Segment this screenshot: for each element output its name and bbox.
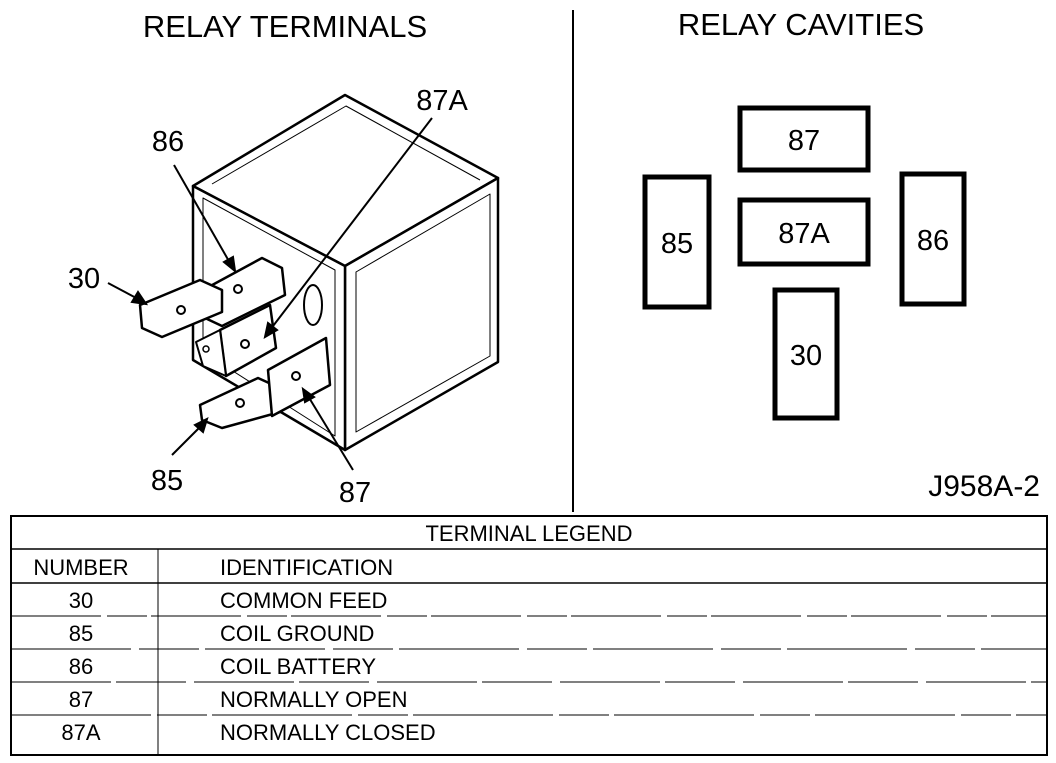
- arrowhead-87: [301, 386, 316, 404]
- callout-leaders: [107, 117, 433, 471]
- relay-terminals-title: RELAY TERMINALS: [143, 9, 427, 44]
- legend-title: TERMINAL LEGEND: [425, 521, 632, 546]
- relay-mount-hole: [303, 284, 323, 326]
- leader-85: [171, 424, 203, 456]
- terminal-legend-table: [10, 515, 1048, 756]
- cavity-label-30: 30: [790, 340, 822, 372]
- legend-row-number: 85: [69, 621, 93, 646]
- relay-illustration: [138, 93, 500, 452]
- cavity-87a: [737, 197, 871, 267]
- cavity-86: [899, 171, 967, 307]
- cavity-label-85: 85: [661, 228, 693, 260]
- legend-row-identification: COIL BATTERY: [220, 654, 376, 679]
- callout-label-87a: 87A: [416, 85, 468, 117]
- arrowhead-87a: [263, 321, 279, 340]
- legend-row-identification: COMMON FEED: [220, 588, 387, 613]
- leader-87a: [269, 117, 433, 331]
- callout-label-86: 86: [152, 126, 184, 158]
- terminal-87-hole: [291, 371, 301, 381]
- legend-row-identification: COIL GROUND: [220, 621, 374, 646]
- relay-right-inset: [355, 193, 491, 433]
- arrowhead-30: [130, 290, 149, 306]
- cavity-85: [642, 174, 712, 310]
- cavity-label-87: 87: [788, 125, 820, 157]
- figure-code: J958A-2: [928, 470, 1040, 503]
- terminal-86-hole: [233, 284, 243, 294]
- legend-row-number: 86: [69, 654, 93, 679]
- relay-cavities-title: RELAY CAVITIES: [678, 7, 924, 42]
- leader-86: [173, 164, 231, 264]
- terminal-87a-hole: [240, 339, 250, 349]
- arrowhead-85: [193, 417, 209, 434]
- legend-row-number: 87: [69, 687, 93, 712]
- terminal-87a-base: [195, 329, 227, 377]
- arrowhead-86: [222, 255, 237, 274]
- legend-row-identification: NORMALLY OPEN: [220, 687, 407, 712]
- callout-label-85: 85: [151, 465, 183, 497]
- cavity-87: [737, 105, 871, 173]
- legend-row-number: 87A: [61, 720, 100, 745]
- cavity-label-87a: 87A: [778, 218, 830, 250]
- cavity-30: [772, 287, 840, 421]
- cavity-label-86: 86: [917, 225, 949, 257]
- relay-cavities: [642, 105, 967, 421]
- legend-header-number: NUMBER: [33, 555, 128, 580]
- legend-row-identification: NORMALLY CLOSED: [220, 720, 436, 745]
- leader-87: [307, 395, 354, 471]
- legend-border: [10, 515, 1048, 756]
- callout-label-87: 87: [339, 477, 371, 509]
- relay-top-edge-line: [211, 105, 481, 185]
- terminal-30-hole: [176, 305, 186, 315]
- legend-row-number: 30: [69, 588, 93, 613]
- terminal-85-hole: [235, 398, 245, 408]
- callout-label-30: 30: [68, 263, 100, 295]
- terminal-87a-rivet: [202, 345, 210, 353]
- legend-header-identification: IDENTIFICATION: [220, 555, 393, 580]
